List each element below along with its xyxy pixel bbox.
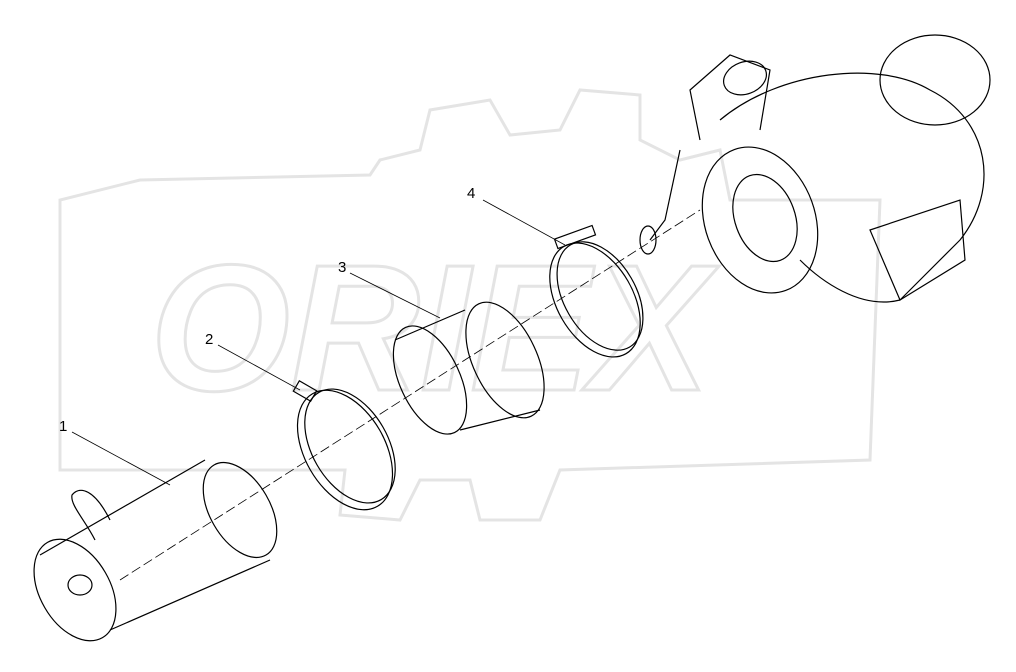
leader-line-3 [349,272,441,319]
axis-line [119,209,701,581]
sleeve-part [392,301,545,435]
watermark-logo: ORIEX [58,88,882,522]
callout-3: 3 [338,259,347,276]
leader-line-2 [217,344,301,391]
callout-2: 2 [205,331,214,348]
leader-line-4 [482,199,566,246]
svg-text:ORIEX: ORIEX [150,228,720,429]
callout-4: 4 [467,185,476,202]
leader-line-1 [71,431,171,486]
hose-clamp-part [292,379,396,511]
air-pipe-part [33,459,278,642]
t-bolt-clamp-part [549,224,644,358]
turbocharger-part [639,34,991,303]
callout-1: 1 [59,418,68,435]
